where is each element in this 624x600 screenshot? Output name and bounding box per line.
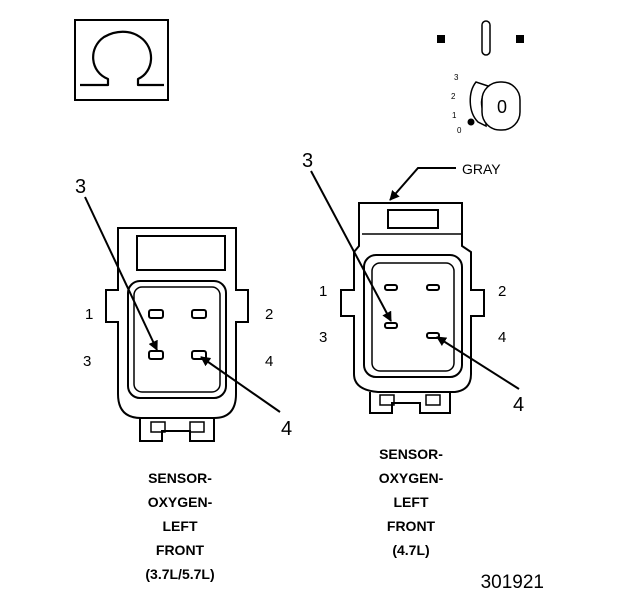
caption-line: (3.7L/5.7L) [145,566,214,582]
pin-label: 1 [319,283,327,300]
switch-indicator-right [516,35,524,43]
callout-label: 4 [281,418,292,440]
connector-left-cavity [191,309,207,319]
switch-indicator-center [481,20,491,56]
caption-line: FRONT [387,518,436,534]
connector-left-latch [136,235,226,271]
connector-left: 1 2 3 4 3 4 SENSOR- OXYGEN- LEFT FRONT (… [75,176,292,582]
caption-line: SENSOR- [148,470,212,486]
connector-left-foot-tab [150,421,166,433]
figure-number: 301921 [481,572,544,593]
callout-label: 3 [302,150,313,172]
callout-label: 4 [513,394,524,416]
switch-position-dot [467,118,475,126]
caption-line: FRONT [156,542,205,558]
switch-indicator-left [437,35,445,43]
connector-right-foot-tab [379,394,395,406]
callout-label: 3 [75,176,86,198]
callout-arrow [200,356,281,413]
connector-right-latch [387,209,439,229]
pin-label: 3 [319,329,327,346]
switch-position-label: 0 [457,126,462,135]
connector-left-body [105,227,249,419]
connector-left-cavity-4 [191,350,207,360]
connector-left-foot [139,418,215,442]
callout-arrow [84,196,158,351]
pin-label: 1 [85,306,93,323]
connector-right-foot-tab [425,394,441,406]
connector-right-face-inner [371,262,455,372]
pin-label: 2 [265,306,273,323]
caption-line: SENSOR- [379,446,443,462]
switch-position-label: 3 [454,73,459,82]
connector-right-cavity [384,284,398,291]
connector-right-body [340,202,485,393]
wire-color-leader [389,167,456,201]
switch-position-label: 1 [452,111,457,120]
caption-line: LEFT [163,518,198,534]
pin-label: 4 [498,329,506,346]
connector-right: 1 2 3 4 GRAY 3 4 SENSOR- OXYGEN- LEFT FR… [302,150,524,558]
switch-position-label: 2 [451,92,456,101]
connector-left-face [127,280,227,399]
connector-right-face [363,254,463,378]
caption-line: (4.7L) [392,542,429,558]
connector-left-cavity [148,309,164,319]
callout-arrow [436,336,520,390]
connector-right-foot [369,392,451,414]
omega-icon [80,30,164,87]
connector-left-caption: SENSOR- OXYGEN- LEFT FRONT (3.7L/5.7L) [145,470,214,582]
connector-right-cavity-4 [426,332,440,339]
connector-left-face-inner [133,286,221,393]
connector-left-cavity-3 [148,350,164,360]
callout-arrow [310,170,392,322]
ohmmeter-symbol [74,19,169,101]
connector-right-cavity-3 [384,322,398,329]
caption-line: LEFT [394,494,429,510]
caption-line: OXYGEN- [148,494,213,510]
key-icon: 0 [469,81,521,131]
key-label: 0 [497,97,507,117]
pin-label: 4 [265,353,273,370]
ignition-switch-symbol: 0 3 2 1 0 [437,20,524,135]
pin-label: 3 [83,353,91,370]
pin-label: 2 [498,283,506,300]
connector-right-caption: SENSOR- OXYGEN- LEFT FRONT (4.7L) [379,446,444,558]
wire-color-label: GRAY [462,161,501,177]
connector-left-foot-tab [189,421,205,433]
caption-line: OXYGEN- [379,470,444,486]
connector-right-cavity [426,284,440,291]
